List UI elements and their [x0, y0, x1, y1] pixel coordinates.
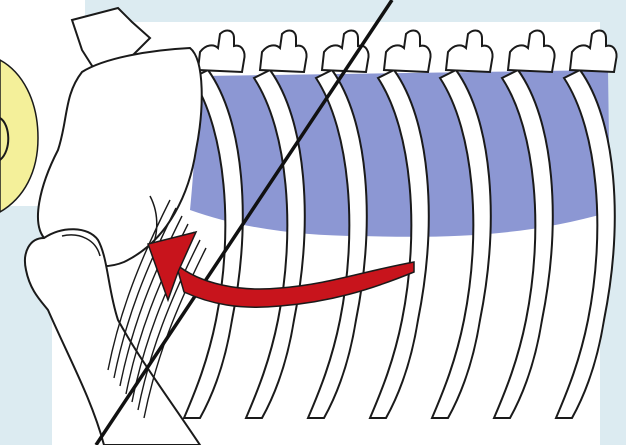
backdrop-top-band	[85, 0, 626, 22]
